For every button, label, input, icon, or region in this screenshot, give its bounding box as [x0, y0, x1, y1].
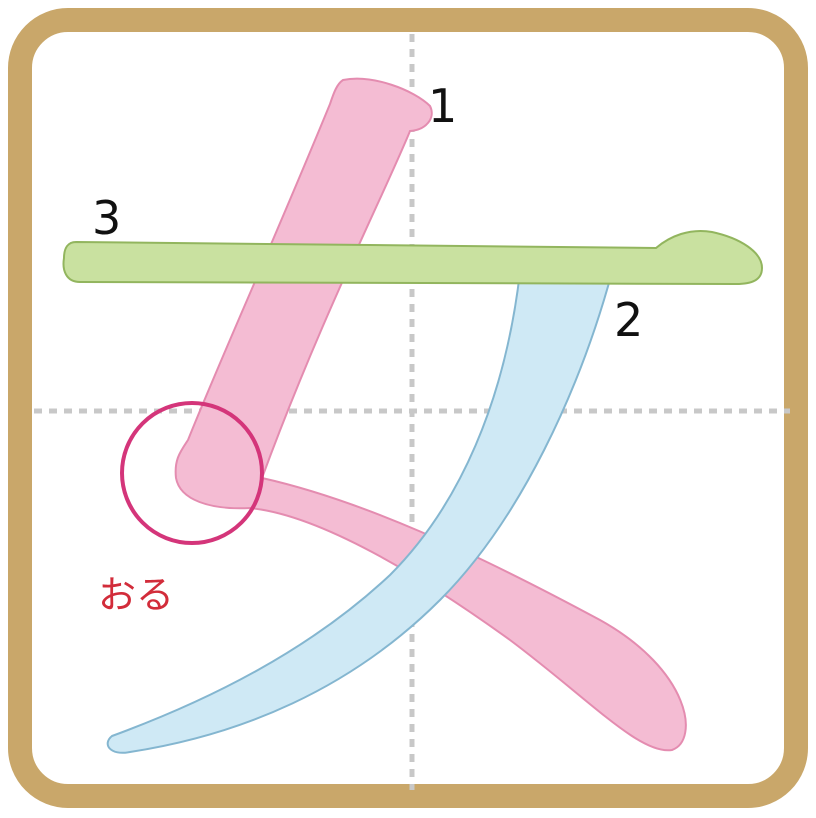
stroke-number-3: 3: [92, 191, 121, 245]
stroke-number-2: 2: [614, 293, 643, 347]
bend-highlight-circle: [120, 401, 264, 545]
bend-note-label: おる: [98, 573, 174, 617]
stroke-3-shape: [62, 230, 764, 286]
frame-border: [8, 8, 808, 808]
stroke-number-1: 1: [428, 79, 457, 133]
stroke-2-shape: [106, 271, 614, 754]
